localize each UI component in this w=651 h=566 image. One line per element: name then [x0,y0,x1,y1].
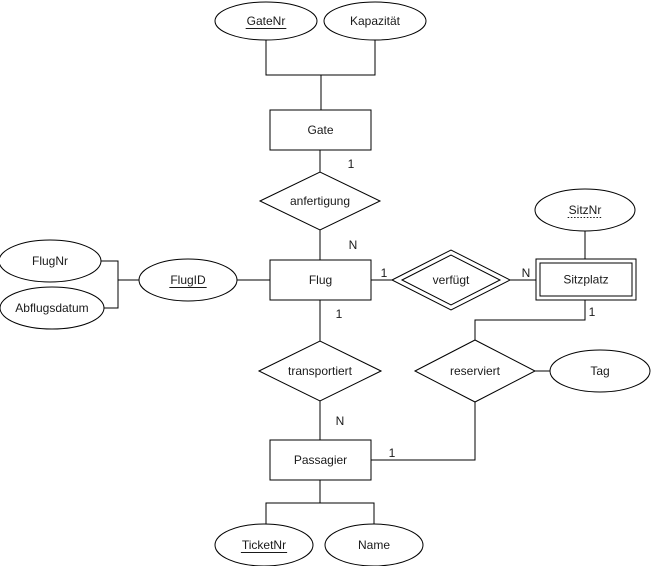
entity-label-sitzplatz: Sitzplatz [563,273,608,287]
attribute-label-flugnr: FlugNr [32,254,68,268]
relationship-reserviert [413,339,537,403]
edge-sitzplatz-reserviert [474,300,586,340]
entity-label-flug: Flug [309,273,332,287]
attribute-tag [549,349,651,393]
attribute-label-sitznr: SitzNr [569,203,602,217]
relationship-transportiert [257,340,383,402]
cardinality-transportiert-passagier: N [336,414,345,428]
attribute-label-flugid: FlugID [170,273,206,287]
relationship-verfuegt [390,249,512,311]
attribute-label-name: Name [358,538,390,552]
attribute-label-tag: Tag [590,364,609,378]
cardinality-anfertigung-flug: N [349,238,358,252]
cardinality-gate-anfertigung: 1 [348,157,355,171]
edge-flugnr-abflugsdatum-bracket [100,260,119,309]
attribute-label-gatenr: GateNr [247,14,286,28]
edge-ticketnr-name-bracket [265,502,375,524]
entity-inner-border-sitzplatz [539,262,633,297]
relationship-label-transportiert: transportiert [288,364,353,378]
attribute-abflugsdatum [0,286,105,330]
attribute-flugid [138,258,238,302]
entity-gate [269,109,372,151]
entity-passagier [269,439,372,481]
edge-reserviert-passagier [371,402,476,461]
edge-gatenr-kapazitaet-bracket [265,40,376,76]
attribute-ticketnr [214,523,314,566]
cardinality-reserviert-passagier: 1 [389,446,396,460]
entity-label-passagier: Passagier [294,453,347,467]
relationship-label-verfuegt: verfügt [433,273,470,287]
entity-label-gate: Gate [307,123,333,137]
relationship-anfertigung [258,171,382,231]
relationship-label-reserviert: reserviert [450,364,501,378]
attribute-flugnr [0,239,102,283]
entity-sitzplatz [535,258,637,301]
attribute-label-abflugsdatum: Abflugsdatum [15,301,88,315]
attribute-kapazitaet [323,1,427,41]
relationship-inner-border-verfuegt [400,254,502,306]
cardinality-verfuegt-sitzplatz: N [522,266,531,280]
entity-flug [269,259,372,301]
attribute-label-kapazitaet: Kapazität [350,14,401,28]
cardinality-flug-transportiert: 1 [336,307,343,321]
attribute-label-ticketnr: TicketNr [242,538,286,552]
attribute-sitznr [534,188,636,232]
cardinality-flug-verfuegt: 1 [381,266,388,280]
attribute-gatenr [214,1,318,41]
attribute-name [324,523,424,566]
cardinality-sitzplatz-reserviert: 1 [589,305,596,319]
relationship-label-anfertigung: anfertigung [290,194,350,208]
